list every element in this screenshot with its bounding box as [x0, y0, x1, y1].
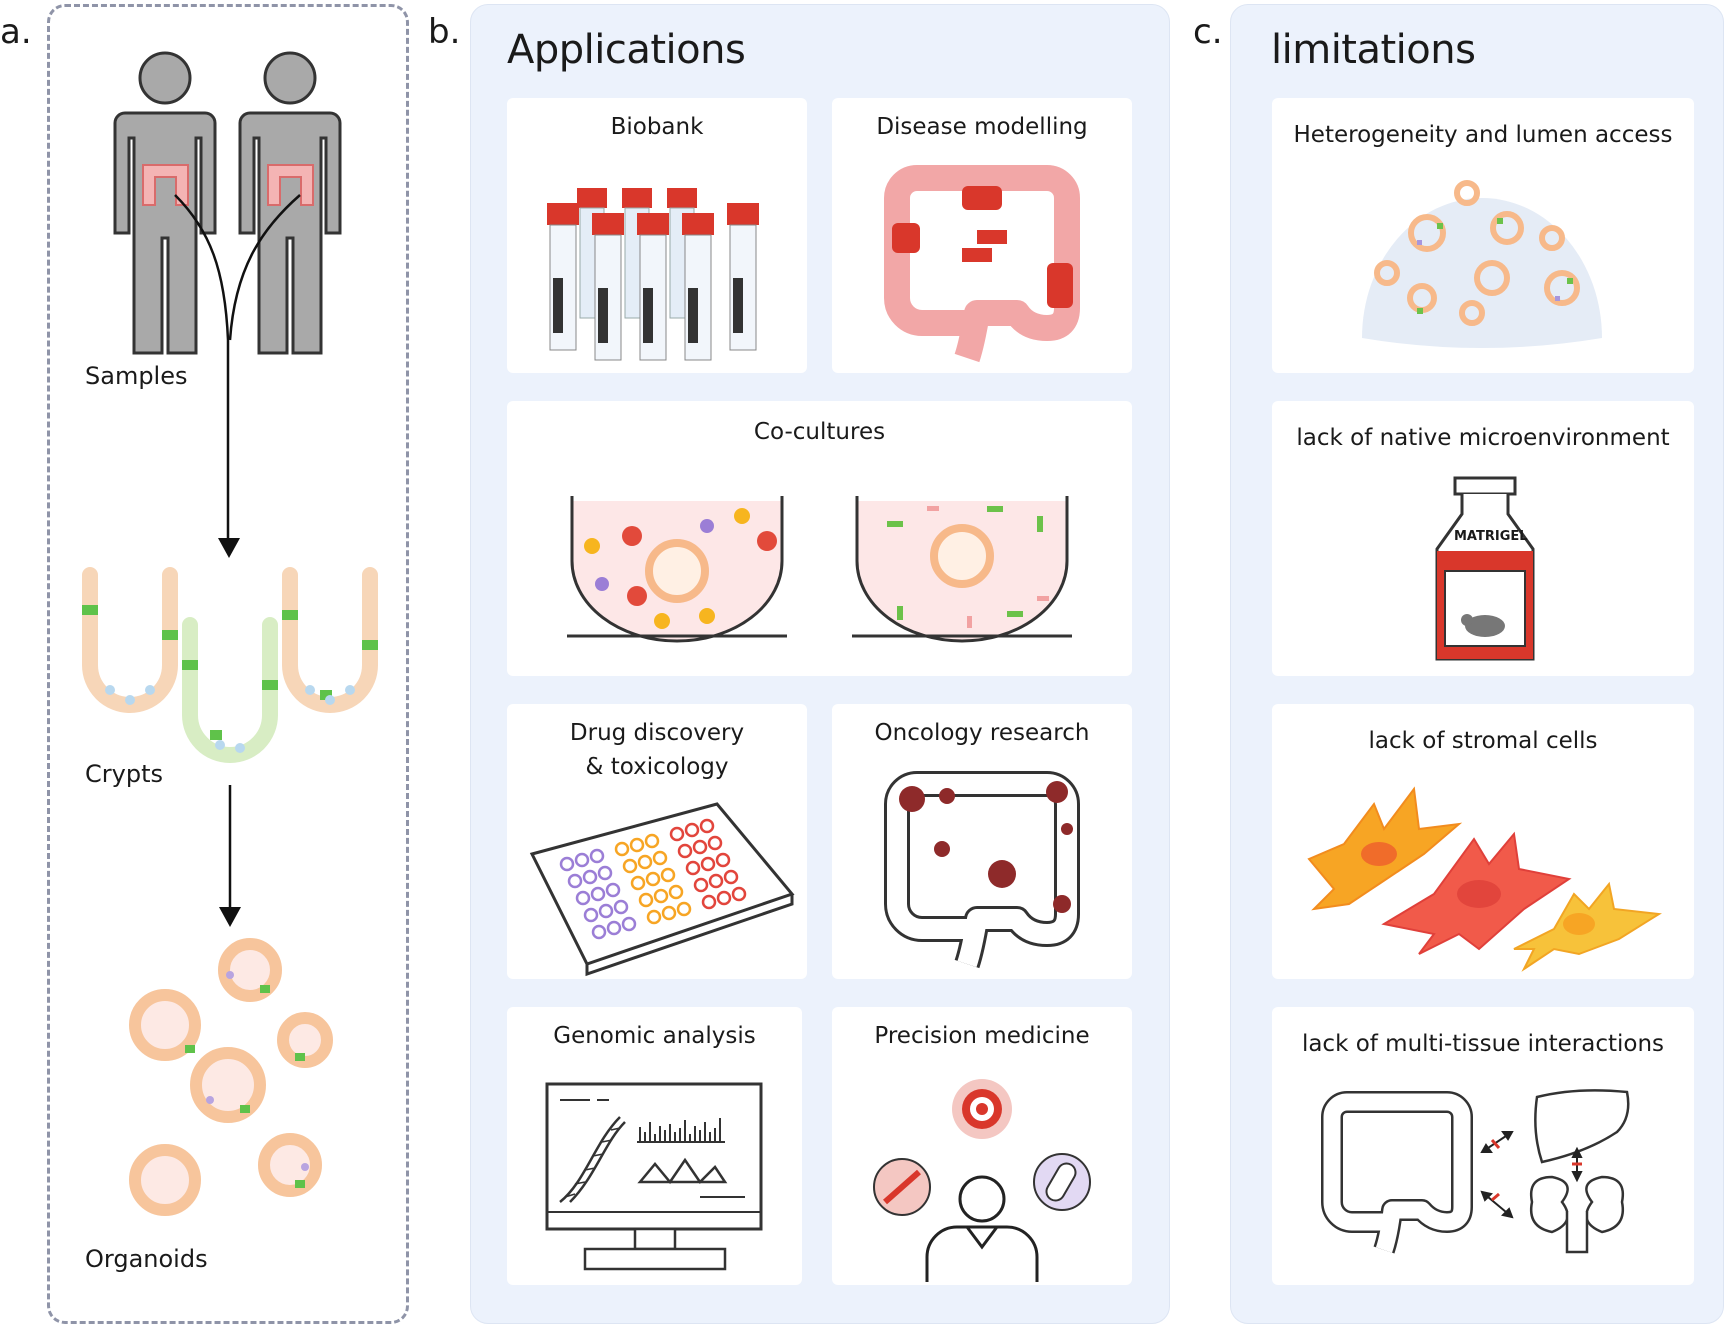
crypt-to-organoid-arrow: [219, 785, 241, 927]
precision-medicine-title: Precision medicine: [874, 1023, 1090, 1049]
card-drug-discovery: Drug discovery & toxicology: [507, 704, 807, 979]
card-biobank: Biobank: [507, 98, 807, 373]
stromal-cells-icon: [1307, 786, 1662, 972]
card-microenvironment: lack of native microenvironment MATRIGEL: [1272, 401, 1694, 676]
card-genomic: Genomic analysis: [507, 1007, 802, 1285]
drug-discovery-title-line2: & toxicology: [585, 754, 729, 780]
cryovials-icon: [547, 188, 759, 361]
card-heterogeneity: Heterogeneity and lumen access: [1272, 98, 1694, 373]
microenvironment-title: lack of native microenvironment: [1296, 425, 1670, 451]
colon-disease-icon: [884, 165, 1080, 363]
stromal-title: lack of stromal cells: [1368, 728, 1598, 754]
syringe-icon: [873, 1158, 931, 1216]
card-oncology: Oncology research: [832, 704, 1132, 979]
panel-a-letter: a.: [0, 12, 32, 52]
well-plate-icon: [529, 802, 795, 977]
limitations-title: limitations: [1271, 27, 1476, 73]
panel-b-letter: b.: [428, 12, 461, 52]
organoids-illustration: [129, 938, 333, 1216]
kidneys-icon: [1529, 1175, 1625, 1254]
matrigel-label: MATRIGEL: [1454, 529, 1528, 544]
genomic-title: Genomic analysis: [553, 1023, 756, 1049]
matrigel-vial-icon: [1435, 476, 1535, 661]
matrix-dome-icon: [1362, 180, 1602, 348]
disease-modelling-title: Disease modelling: [876, 114, 1088, 140]
pill-icon: [1033, 1153, 1091, 1211]
card-co-cultures: Co-cultures: [507, 401, 1132, 676]
panel-c-letter: c.: [1193, 12, 1223, 52]
co-culture-wells-icon: [567, 496, 1072, 643]
monitor-dna-icon: [545, 1082, 763, 1271]
card-stromal: lack of stromal cells: [1272, 704, 1694, 979]
sampling-arrows: [174, 194, 301, 558]
samples-label: Samples: [85, 362, 188, 390]
crypts-illustration: [82, 567, 378, 763]
card-disease-modelling: Disease modelling: [832, 98, 1132, 373]
panel-a-frame: [47, 4, 409, 1324]
colon-tumor-icon: [884, 771, 1080, 969]
organs-interaction-icon: [1321, 1089, 1630, 1254]
co-cultures-title: Co-cultures: [753, 419, 886, 445]
multi-tissue-title: lack of multi-tissue interactions: [1301, 1031, 1665, 1057]
biobank-title: Biobank: [610, 114, 704, 140]
precision-medicine-icon: [873, 1079, 1091, 1282]
mouse-icon: [1461, 614, 1505, 637]
liver-icon: [1534, 1089, 1630, 1164]
doctor-icon: [925, 1175, 1039, 1282]
applications-title: Applications: [507, 27, 746, 73]
colon-outline-icon: [1321, 1091, 1473, 1254]
oncology-title: Oncology research: [874, 720, 1090, 746]
organoids-label: Organoids: [85, 1245, 208, 1273]
card-precision-medicine: Precision medicine: [832, 1007, 1132, 1285]
target-icon: [952, 1079, 1012, 1139]
drug-discovery-title-line1: Drug discovery: [569, 720, 745, 746]
card-multi-tissue: lack of multi-tissue interactions: [1272, 1007, 1694, 1285]
crypts-label: Crypts: [85, 760, 163, 788]
heterogeneity-title: Heterogeneity and lumen access: [1293, 122, 1673, 148]
